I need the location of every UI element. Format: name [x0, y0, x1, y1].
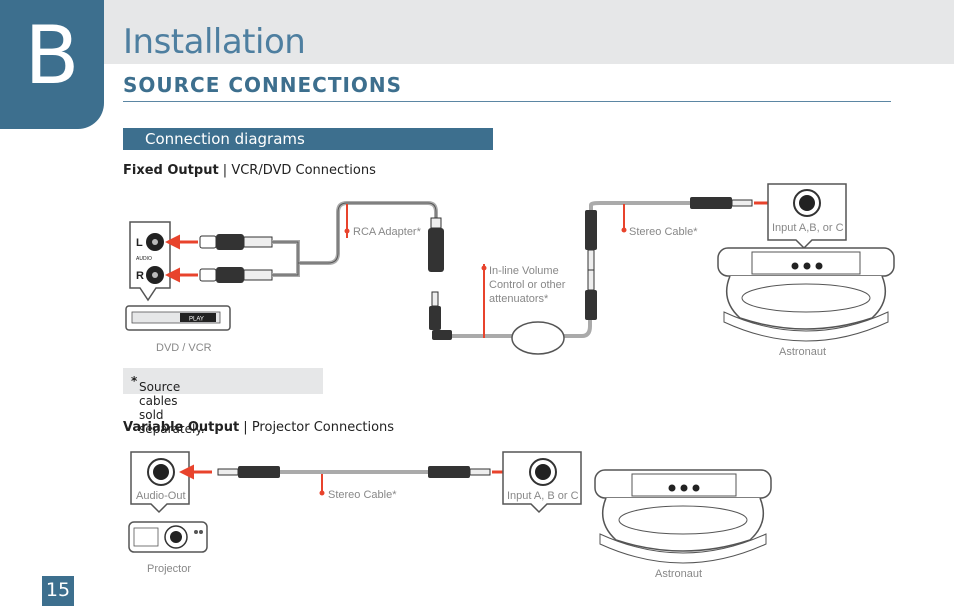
section-title: SOURCE CONNECTIONS [123, 73, 403, 97]
variable-input-callout [502, 451, 582, 514]
page-number: 15 [42, 576, 74, 606]
inline-volume-label-3: attenuators* [489, 293, 549, 305]
audio-out-callout [130, 451, 190, 514]
variable-stereo-cable-label: Stereo Cable* [328, 489, 397, 501]
astronaut-speaker [717, 247, 895, 342]
footnote-box: * Source cables sold separately. [123, 368, 323, 436]
astronaut-speaker-variable [594, 469, 772, 564]
variable-astronaut-label: Astronaut [655, 568, 702, 580]
left-channel-label: L [136, 237, 143, 249]
right-channel-label: R [136, 270, 144, 282]
input-jack-callout [767, 183, 847, 250]
stereo-plug-vertical [585, 210, 597, 320]
header-band [0, 0, 954, 64]
inline-volume-label-1: In-line Volume [489, 265, 559, 277]
dvd-player: PLAY [125, 305, 231, 331]
title-divider [123, 101, 891, 102]
angled-plug [429, 291, 452, 340]
dvd-audio-panel: L R AUDIO [129, 221, 171, 302]
projector-label: Projector [147, 563, 191, 575]
audio-out-label: Audio-Out [136, 490, 186, 502]
audio-label: AUDIO [136, 256, 152, 262]
stereo-plug-horizontal [690, 197, 753, 209]
projector [128, 521, 208, 553]
input-label: Input A,B, or C [772, 222, 844, 234]
play-display: PLAY [189, 317, 204, 323]
dvd-vcr-label: DVD / VCR [156, 342, 212, 354]
inline-volume-control [511, 321, 565, 355]
variable-stereo-cable [217, 466, 491, 478]
subsection-title: Connection diagrams [145, 130, 305, 148]
stereo-cable-label: Stereo Cable* [629, 226, 698, 238]
rca-adapter [428, 217, 444, 272]
rca-plugs [199, 234, 273, 283]
chapter-tab: B [0, 0, 104, 129]
astronaut-label: Astronaut [779, 346, 826, 358]
variable-input-label: Input A, B or C [507, 490, 579, 502]
subsection-bar: Connection diagrams [123, 128, 493, 150]
page-title: Installation [123, 22, 306, 62]
inline-volume-label-2: Control or other [489, 279, 566, 291]
rca-adapter-label: RCA Adapter* [353, 226, 422, 238]
chapter-letter: B [24, 9, 80, 102]
fixed-output-heading: Fixed Output | VCR/DVD Connections [123, 163, 376, 178]
variable-output-heading: Variable Output | Projector Connections [123, 420, 395, 435]
